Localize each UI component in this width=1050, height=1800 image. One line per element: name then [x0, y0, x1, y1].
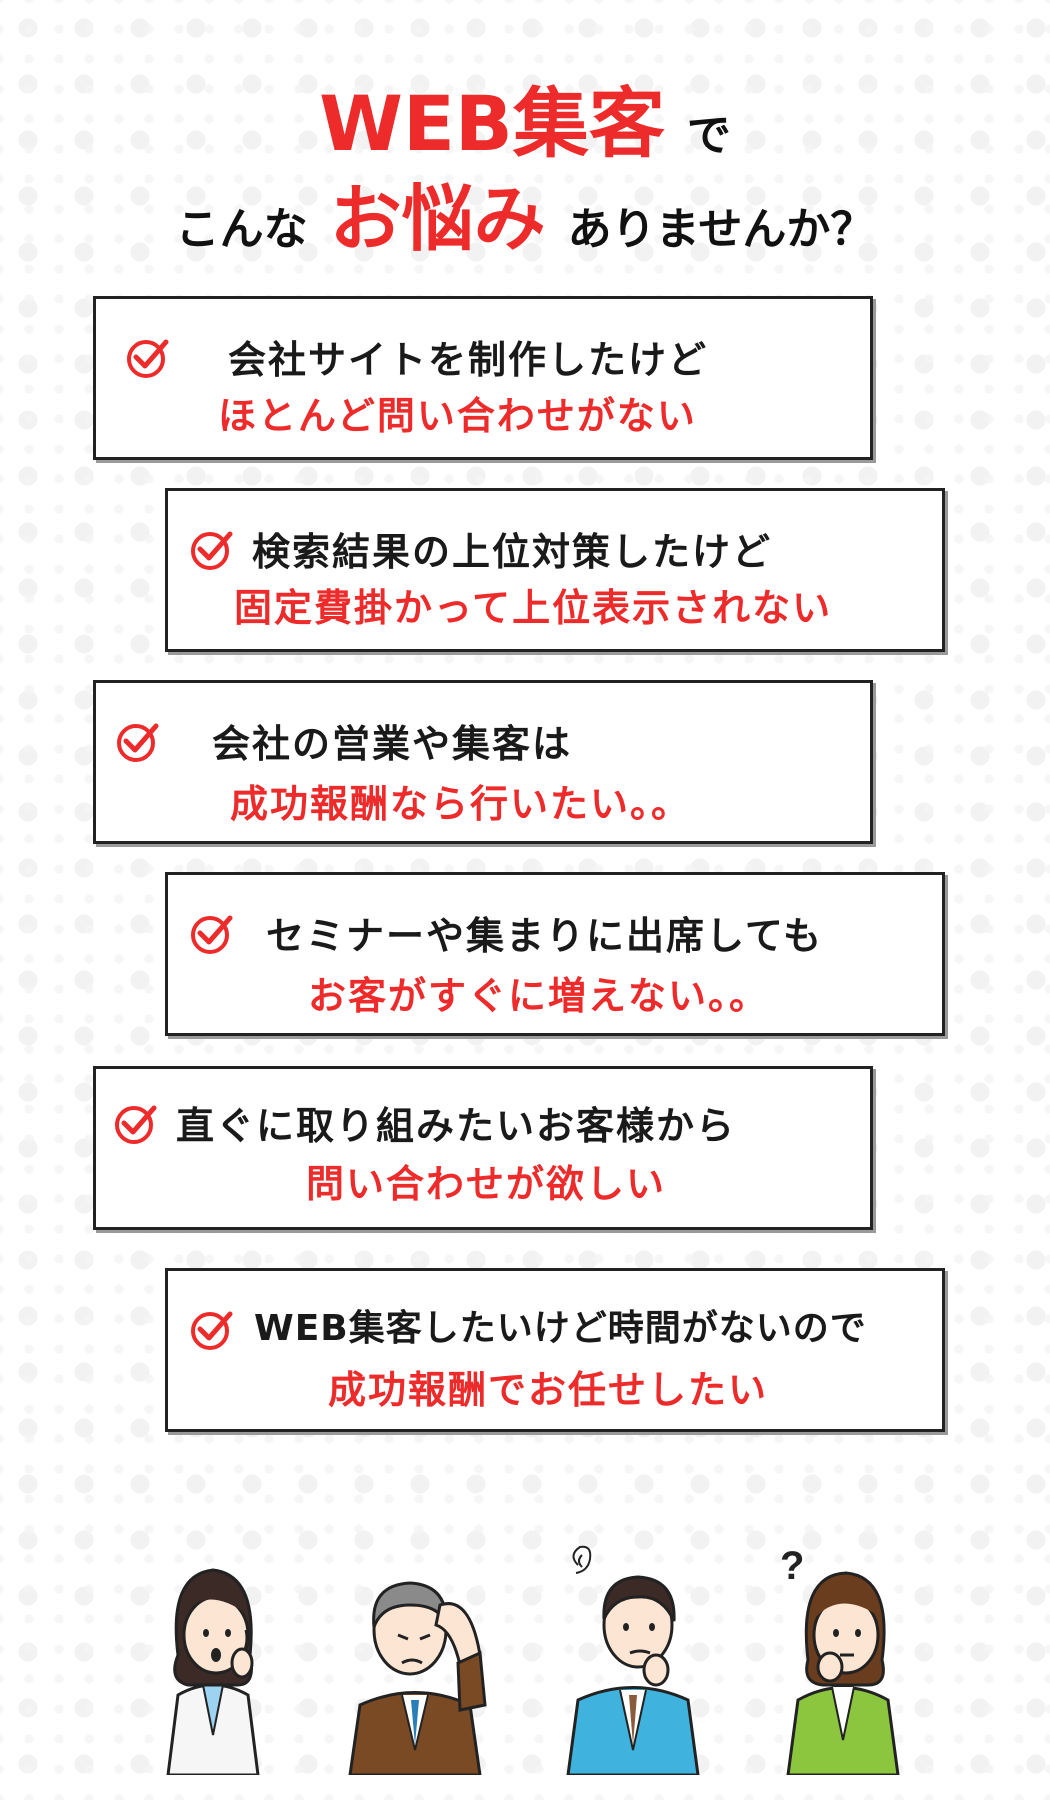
problem-card-6: WEB集客したいけど時間がないので 成功報酬でお任せしたい	[165, 1268, 945, 1432]
man-confused-illustration	[566, 1545, 700, 1775]
problem-text-6: WEB集客したいけど時間がないので	[254, 1308, 867, 1349]
problem-card-5: 直ぐに取り組みたいお客様から 問い合わせが欲しい	[93, 1066, 873, 1230]
problem-highlight-3: 成功報酬なら行いたい。。	[230, 782, 692, 826]
check-circle-icon	[127, 339, 169, 378]
problem-card-3: 会社の営業や集客は 成功報酬なら行いたい。。	[93, 680, 873, 844]
check-circle-icon	[191, 531, 233, 570]
problem-card-2: 検索結果の上位対策したけど 固定費掛かって上位表示されない	[165, 488, 945, 652]
woman-question-illustration: ?	[780, 1544, 900, 1775]
headline-line-1: WEB集客で	[0, 62, 1050, 172]
headline-accent-worries: お悩み	[329, 177, 546, 261]
check-circle-icon	[191, 915, 233, 954]
problem-text-3: 会社の営業や集客は	[212, 722, 573, 766]
problem-text-5: 直ぐに取り組みたいお客様から	[176, 1104, 737, 1148]
problem-card-1: 会社サイトを制作したけど ほとんど問い合わせがない	[93, 296, 873, 460]
man-headache-illustration	[348, 1581, 487, 1775]
problem-card-4: セミナーや集まりに出席しても お客がすぐに増えない。。	[165, 872, 945, 1036]
check-circle-icon	[117, 723, 159, 762]
problem-highlight-5: 問い合わせが欲しい	[306, 1162, 667, 1206]
headline-line-2: こんなお悩みありませんか？	[0, 160, 1050, 265]
woman-worried-illustration	[166, 1568, 260, 1775]
headline-accent-web: WEB集客	[319, 79, 665, 168]
question-mark-icon: ?	[780, 1544, 804, 1588]
problem-text-4: セミナーや集まりに出席しても	[266, 914, 823, 958]
people-illustrations: ?	[0, 1535, 1050, 1775]
problem-highlight-4: お客がすぐに増えない。。	[308, 974, 770, 1018]
problem-highlight-2: 固定費掛かって上位表示されない	[234, 586, 833, 630]
check-circle-icon	[191, 1311, 233, 1350]
problem-highlight-6: 成功報酬でお任せしたい	[328, 1368, 769, 1412]
problem-text-1: 会社サイトを制作したけど	[228, 338, 709, 382]
check-circle-icon	[115, 1105, 157, 1144]
headline-particle: で	[686, 110, 731, 161]
headline-pre: こんな	[175, 204, 308, 255]
problem-text-2: 検索結果の上位対策したけど	[252, 530, 773, 574]
problem-highlight-1: ほとんど問い合わせがない	[218, 394, 697, 438]
headline-post: ありませんか？	[567, 204, 875, 255]
